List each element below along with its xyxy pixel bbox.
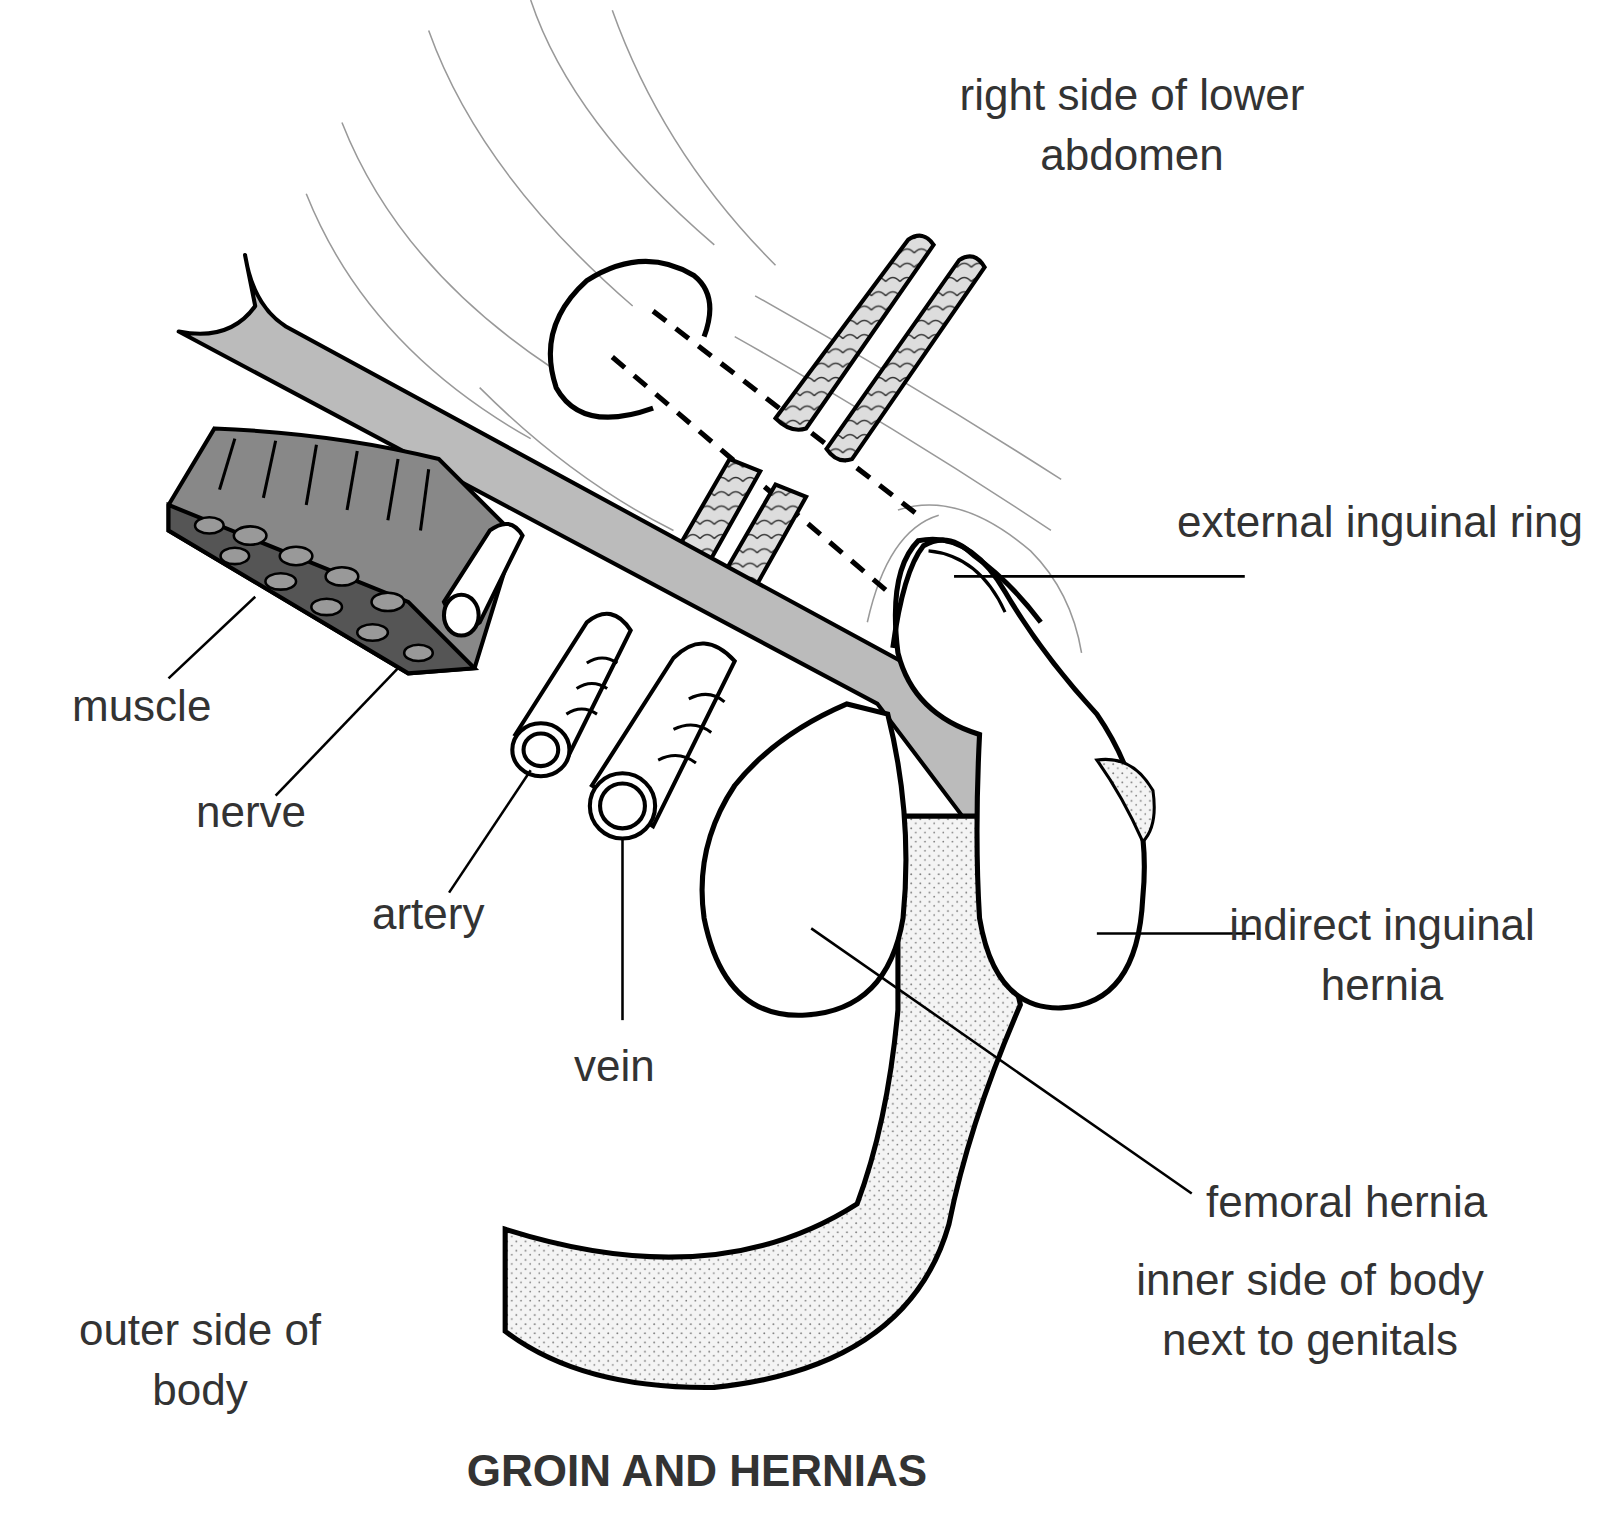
part-label: indirect inguinal hernia [1192,895,1572,1015]
part-label: external inguinal ring [1170,492,1590,552]
part-label: right side of lower abdomen [932,65,1332,185]
part-label: vein [574,1036,655,1096]
part-label: outer side of body [60,1300,340,1420]
part-label: nerve [196,782,306,842]
part-label: artery [372,884,484,944]
leader-lines [169,576,1255,1193]
part-label: femoral hernia [1206,1172,1487,1232]
diagram-title: GROIN AND HERNIAS [397,1444,997,1498]
part-label: inner side of body next to genitals [1100,1250,1520,1370]
part-label: muscle [72,676,211,736]
